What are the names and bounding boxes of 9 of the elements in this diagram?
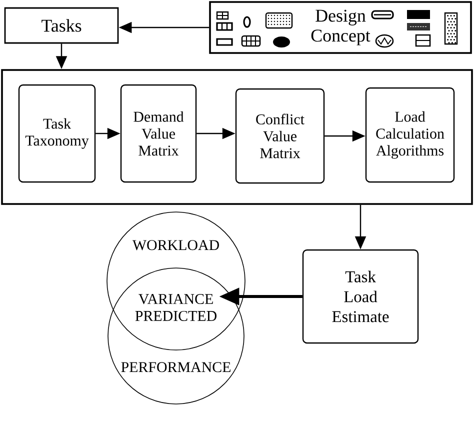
process-box: Load Calculation Algorithms [365,87,455,183]
overlap-label: VARIANCE PREDICTED [135,294,216,321]
process-box: Task Taxonomy [18,84,96,183]
group-frame [1,69,473,205]
process-box: Tasks [4,7,119,44]
process-box: Task Load Estimate [302,249,419,344]
process-box: Demand Value Matrix [120,84,197,183]
process-box: Conflict Value Matrix [235,88,325,184]
symbol-panel: Design Concept [209,1,472,54]
